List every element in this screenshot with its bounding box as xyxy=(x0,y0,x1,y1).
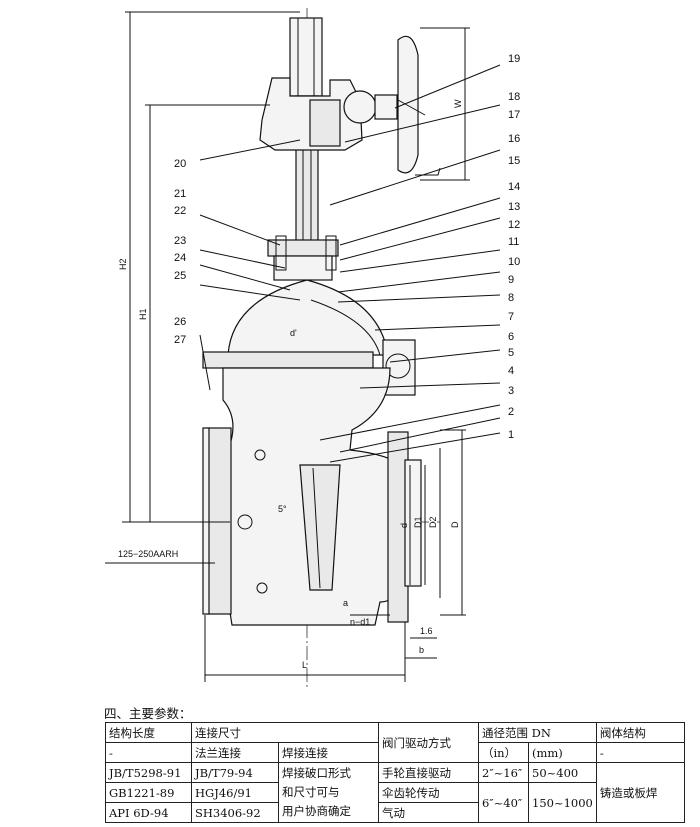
part-2: 2 xyxy=(508,406,514,418)
dim-a: a xyxy=(343,598,348,608)
part-9: 9 xyxy=(508,274,514,286)
header-body: 阀体结构 xyxy=(595,722,685,743)
row2-flange: HGJ46/91 xyxy=(191,782,279,803)
dim-step: 1.6 xyxy=(420,626,433,636)
part-22: 22 xyxy=(174,205,186,217)
dim-l: L xyxy=(302,660,307,670)
dim-h2: H2 xyxy=(118,258,128,270)
body-structure-value: 铸造或板焊 xyxy=(595,762,685,823)
part-7: 7 xyxy=(508,311,514,323)
dimension-labels: H2 H1 W D D1 D2 d d' L b a n−d1 1.6 5° 1… xyxy=(118,99,463,670)
subheader-weld: 焊接连接 xyxy=(278,742,379,763)
part-24: 24 xyxy=(174,252,186,264)
row2-inch: 6″~40″ xyxy=(478,782,529,823)
header-connection: 连接尺寸 xyxy=(191,722,379,743)
parameter-table: 结构长度 连接尺寸 阀门驱动方式 通径范围 DN 阀体结构 - 法兰连接 焊接连… xyxy=(105,722,685,823)
row1-flange: JB/T79-94 xyxy=(191,762,279,783)
row3-drive: 气动 xyxy=(378,802,479,823)
row2-weld: 和尺寸可与 xyxy=(282,785,340,799)
part-26: 26 xyxy=(174,316,186,328)
part-11: 11 xyxy=(508,236,519,248)
body-top-flange xyxy=(202,351,374,369)
dim-b: b xyxy=(419,645,424,655)
dimension-lines xyxy=(105,11,470,682)
dim-d1: D1 xyxy=(413,516,423,528)
weld-note-cell: 焊接破口形式 和尺寸可与 用户协商确定 xyxy=(278,762,379,823)
part-6: 6 xyxy=(508,331,514,343)
part-19: 19 xyxy=(508,53,520,65)
leader-lines xyxy=(199,64,501,463)
header-length: 结构长度 xyxy=(105,722,192,743)
part-10: 10 xyxy=(508,256,520,268)
dim-h1: H1 xyxy=(138,308,148,320)
part-1: 1 xyxy=(508,429,514,441)
dim-d: D xyxy=(450,521,460,528)
part-3: 3 xyxy=(508,385,514,397)
row2-drive: 伞齿轮传动 xyxy=(378,782,479,803)
subheader-length: - xyxy=(105,742,192,763)
part-number-labels: 1 2 3 4 5 6 7 8 9 10 11 12 13 14 15 16 1… xyxy=(174,53,520,441)
handwheel xyxy=(397,35,441,176)
row2-mm: 150~1000 xyxy=(528,782,597,823)
part-13: 13 xyxy=(508,201,520,213)
part-4: 4 xyxy=(508,365,514,377)
part-21: 21 xyxy=(174,188,186,200)
row1-length: JB/T5298-91 xyxy=(105,762,192,783)
subheader-mm: (mm) xyxy=(528,742,597,763)
part-8: 8 xyxy=(508,292,514,304)
part-27: 27 xyxy=(174,334,186,346)
subheader-inch: （in） xyxy=(478,742,529,763)
row3-length: API 6D-94 xyxy=(105,802,192,823)
dim-angle: 5° xyxy=(278,504,287,514)
dim-d2: D2 xyxy=(428,516,438,528)
subheader-flange: 法兰连接 xyxy=(191,742,279,763)
section-title: 四、主要参数： xyxy=(104,706,192,721)
dim-w: W xyxy=(453,99,463,108)
gate-valve-drawing: 1 2 3 4 5 6 7 8 9 10 11 12 13 14 15 16 1… xyxy=(105,8,520,690)
dim-d-small: d xyxy=(399,523,409,528)
gearbox xyxy=(259,77,398,151)
part-14: 14 xyxy=(508,181,520,193)
dim-nd1: n−d1 xyxy=(350,617,370,627)
bonnet xyxy=(227,235,389,356)
part-12: 12 xyxy=(508,219,520,231)
subheader-body: - xyxy=(595,742,685,763)
part-16: 16 xyxy=(508,133,520,145)
part-15: 15 xyxy=(508,155,520,167)
dim-d-prime: d' xyxy=(290,328,297,338)
row3-flange: SH3406-92 xyxy=(191,802,279,823)
part-20: 20 xyxy=(174,158,186,170)
part-18: 18 xyxy=(508,91,520,103)
header-drive: 阀门驱动方式 xyxy=(378,722,479,763)
row1-weld: 焊接破口形式 xyxy=(282,766,351,780)
part-25: 25 xyxy=(174,270,186,282)
part-17: 17 xyxy=(508,109,520,121)
row1-drive: 手轮直接驱动 xyxy=(378,762,479,783)
row1-mm: 50~400 xyxy=(528,762,597,783)
row3-weld: 用户协商确定 xyxy=(282,804,351,818)
row1-inch: 2″~16″ xyxy=(478,762,529,783)
header-range: 通径范围 DN xyxy=(478,722,597,743)
row2-length: GB1221-89 xyxy=(105,782,192,803)
dim-weld-note: 125−250AARH xyxy=(118,549,178,559)
part-23: 23 xyxy=(174,235,186,247)
part-5: 5 xyxy=(508,347,514,359)
valve-body xyxy=(202,367,422,626)
